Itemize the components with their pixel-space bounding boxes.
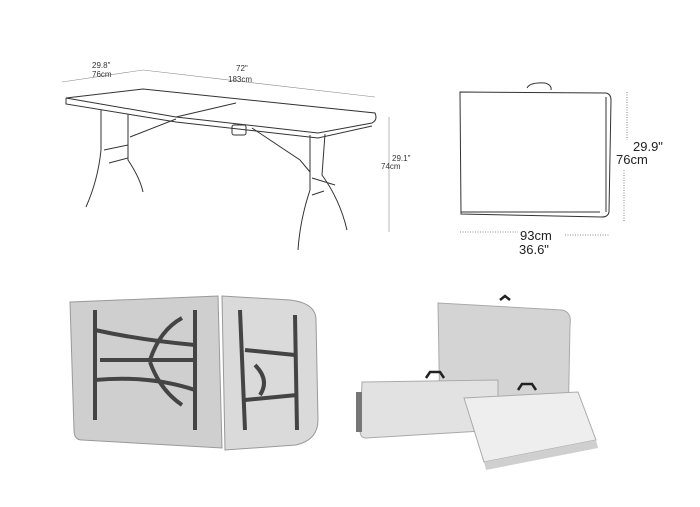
folded-table-outline [459,91,612,218]
folded-width-cm-label: 93cm [520,228,552,243]
table-top [65,88,377,134]
folded-height-inches-label: 29.9" [633,139,663,154]
length-inches-label: 72" [236,64,248,73]
carry-handle [526,82,552,91]
width-inches-label: 29.8" [92,61,111,70]
height-inches-label: 29.1" [392,154,411,163]
folded-height-cm-label: 76cm [616,152,648,167]
folded-tables-photo [356,294,598,470]
length-cm-label: 183cm [228,75,253,84]
width-cm-label: 76cm [92,70,112,79]
width-dimension-line [61,69,144,83]
open-folded-table-photo [69,295,319,451]
length-dimension-line [142,69,376,98]
folded-width-inches-label: 36.6" [519,242,549,257]
height-cm-label: 74cm [381,162,401,171]
